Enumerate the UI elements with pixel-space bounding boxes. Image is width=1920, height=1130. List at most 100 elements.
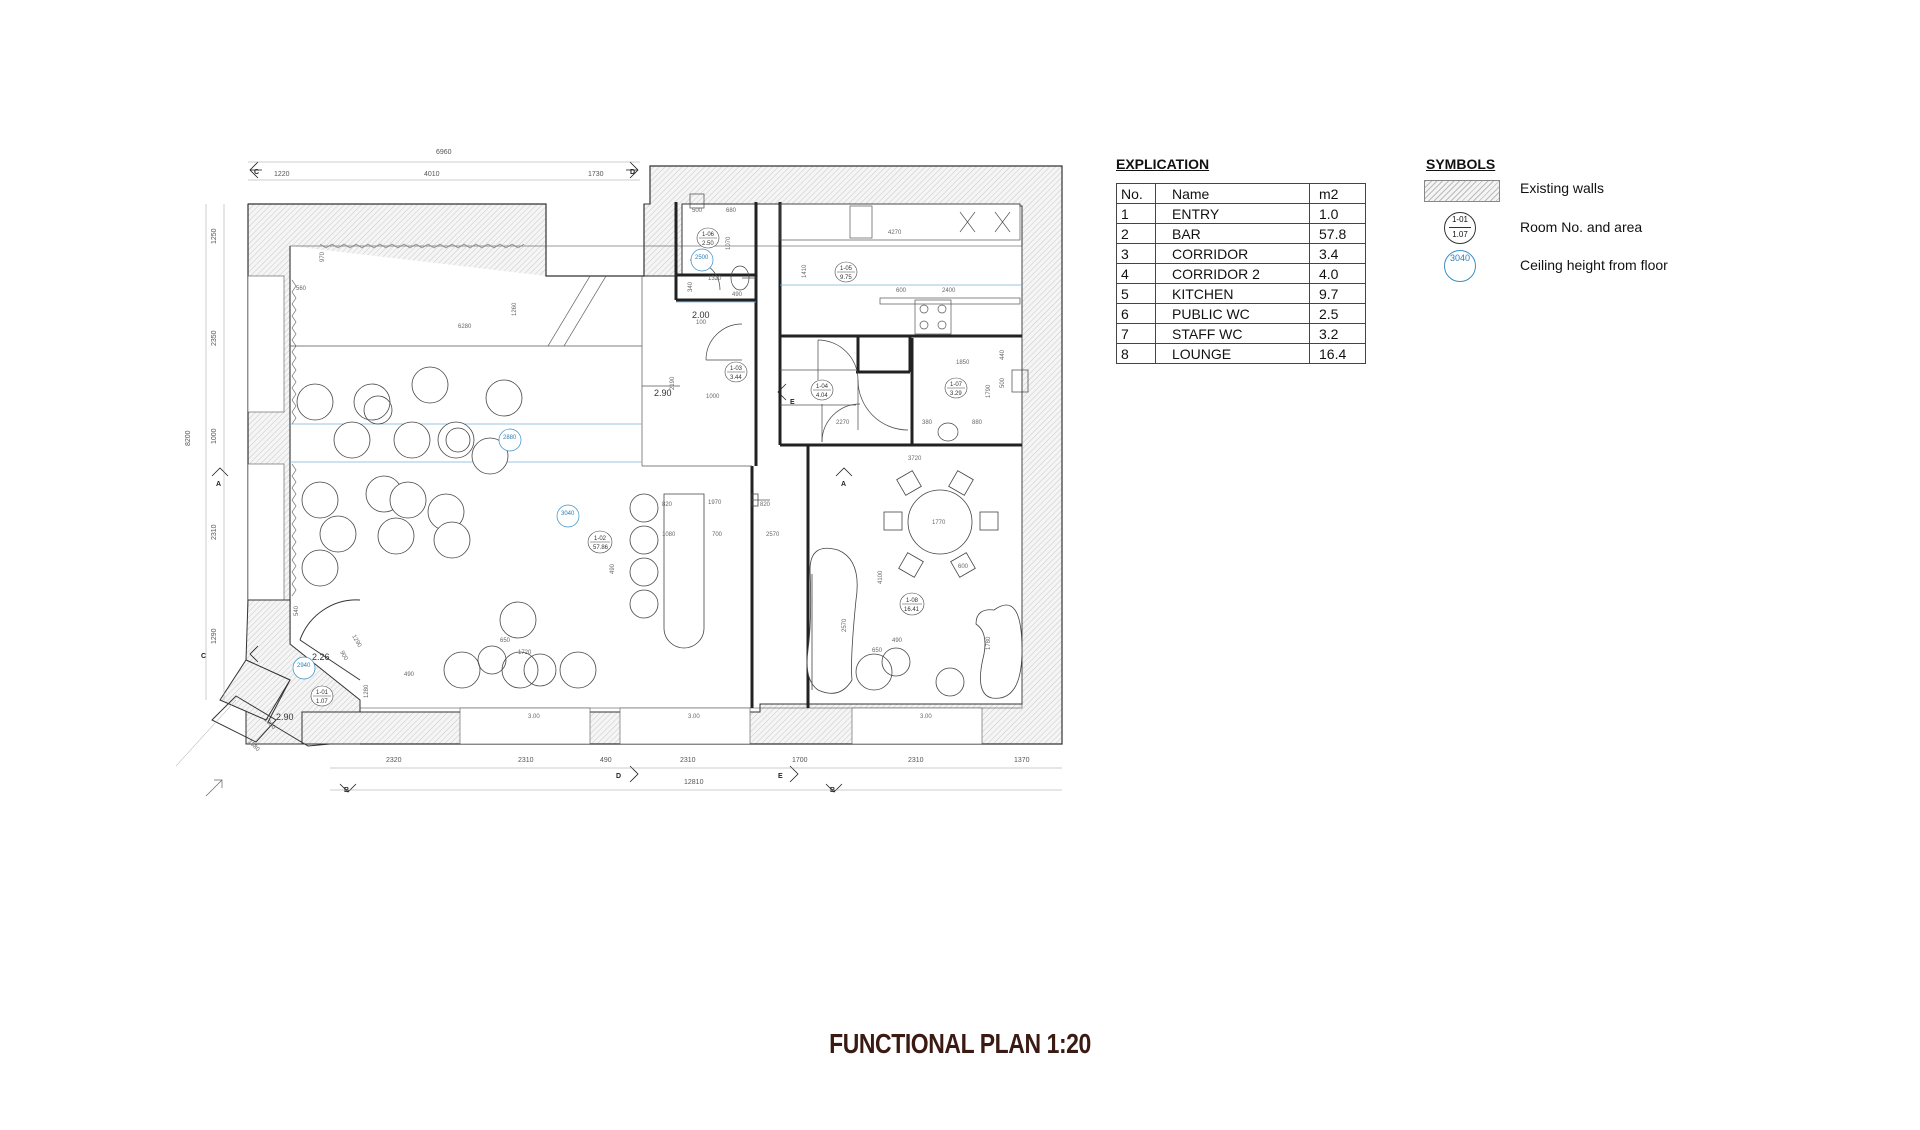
room-tag-icon: 1-01 1.07 bbox=[1444, 212, 1476, 244]
room-tag-2-no: 1-02 bbox=[594, 536, 607, 542]
dim-misc-26: 600 bbox=[958, 564, 969, 570]
interior-walls bbox=[674, 202, 1022, 708]
room-area: 4.0 bbox=[1309, 263, 1366, 284]
room-area: 16.4 bbox=[1309, 343, 1366, 364]
north-arrow-icon bbox=[205, 779, 223, 797]
dim-left-1: 1250 bbox=[211, 228, 218, 244]
dim-bottom-total: 12810 bbox=[684, 779, 704, 786]
dim-misc-35: 1080 bbox=[662, 532, 676, 538]
ceiling-tag-wc: 2500 bbox=[695, 255, 709, 261]
dim-misc-30: 490 bbox=[892, 638, 903, 644]
room-tag-6-area: 2.50 bbox=[702, 241, 714, 247]
room-tag-6-no: 1-06 bbox=[702, 232, 715, 238]
room-no: 6 bbox=[1116, 303, 1156, 324]
room-tag-4-area: 4.04 bbox=[816, 393, 828, 399]
floor-level-wc: 2.00 bbox=[692, 310, 710, 320]
ceiling-tag-bar-north: 2880 bbox=[503, 435, 517, 441]
room-area: 1.0 bbox=[1309, 203, 1366, 224]
dim-misc-0: 560 bbox=[296, 286, 307, 292]
window-tag-3: 3.00 bbox=[920, 714, 932, 720]
dim-misc-39: 650 bbox=[500, 638, 511, 644]
dim-left-total: 8200 bbox=[185, 430, 192, 446]
dim-misc-45: 900 bbox=[338, 650, 349, 662]
ceiling-tag-labels: 2880 3040 2940 2500 bbox=[297, 255, 709, 669]
dim-misc-38: 490 bbox=[610, 563, 616, 574]
dim-misc-17: 1850 bbox=[956, 360, 970, 366]
room-tag-3-no: 1-03 bbox=[730, 366, 743, 372]
dim-left-5: 1290 bbox=[211, 628, 218, 644]
section-label-b-left: B bbox=[344, 787, 349, 794]
dim-misc-29: 650 bbox=[872, 648, 883, 654]
explication-header-row: No. Name m2 bbox=[1116, 183, 1366, 204]
section-label-a-right: A bbox=[841, 481, 846, 488]
floor-level-corridor: 2.90 bbox=[654, 388, 672, 398]
section-label-e-mid: E bbox=[790, 399, 795, 406]
dim-misc-18: 440 bbox=[1000, 349, 1006, 360]
section-label-d-bottom: D bbox=[616, 773, 621, 780]
room-tag-7-area: 3.29 bbox=[950, 391, 962, 397]
dimension-labels: 6960 1220 4010 1730 2320 2310 490 2310 1… bbox=[185, 149, 1030, 786]
dim-misc-33: 1970 bbox=[708, 500, 722, 506]
dim-top-1: 1220 bbox=[274, 171, 290, 178]
ceiling-height-icon: 3040 bbox=[1444, 250, 1476, 282]
room-area: 2.5 bbox=[1309, 303, 1366, 324]
room-area: 3.2 bbox=[1309, 323, 1366, 344]
dim-left-3: 1000 bbox=[211, 428, 218, 444]
ceiling-tag-bar: 3040 bbox=[561, 511, 575, 517]
room-tag-8-area: 16.41 bbox=[904, 607, 920, 613]
wc-fixtures bbox=[689, 193, 1029, 442]
room-name: CORRIDOR 2 bbox=[1155, 263, 1310, 284]
room-no: 8 bbox=[1116, 343, 1156, 364]
dim-misc-24: 3720 bbox=[908, 456, 922, 462]
symbols-title: SYMBOLS bbox=[1426, 156, 1496, 172]
dim-misc-44: 1290 bbox=[350, 634, 362, 649]
dim-bottom-7: 1370 bbox=[1014, 757, 1030, 764]
room-no: 2 bbox=[1116, 223, 1156, 244]
room-tag-labels: 1-01 1.07 1-02 57.86 1-03 3.44 1-04 4.04… bbox=[316, 232, 963, 705]
room-tag-5-no: 1-05 bbox=[840, 266, 853, 272]
room-name: PUBLIC WC bbox=[1155, 303, 1310, 324]
room-tag-divider bbox=[1449, 227, 1471, 228]
room-tag-2-area: 57.86 bbox=[593, 545, 609, 551]
section-label-e-bottom: E bbox=[778, 773, 783, 780]
bar-counter bbox=[629, 493, 759, 649]
room-no: 3 bbox=[1116, 243, 1156, 264]
dim-misc-14: 4270 bbox=[888, 230, 902, 236]
section-label-b-right: B bbox=[830, 787, 835, 794]
dimension-lines bbox=[175, 161, 1062, 791]
section-marker-labels: C C D D A A E E B B bbox=[201, 169, 846, 794]
room-name: LOUNGE bbox=[1155, 343, 1310, 364]
dim-misc-13: 1000 bbox=[706, 394, 720, 400]
ceiling-tags bbox=[292, 248, 714, 680]
room-tag-sample-area: 1.07 bbox=[1452, 230, 1468, 239]
dim-misc-34: 820 bbox=[760, 502, 771, 508]
dim-misc-15: 600 bbox=[896, 288, 907, 294]
room-tag-5-area: 9.75 bbox=[840, 275, 852, 281]
room-tag-4-no: 1-04 bbox=[816, 384, 829, 390]
room-area: 57.8 bbox=[1309, 223, 1366, 244]
floor-level-entry: 2.26 bbox=[312, 652, 330, 662]
col-area: m2 bbox=[1309, 183, 1366, 204]
symbol-ceiling-label: Ceiling height from floor bbox=[1520, 257, 1668, 273]
dim-left-4: 2310 bbox=[211, 524, 218, 540]
lounge-furniture bbox=[806, 470, 1023, 699]
outline bbox=[245, 165, 1063, 745]
room-tag-sample-no: 1-01 bbox=[1451, 215, 1468, 224]
ceiling-tag-entry: 2940 bbox=[297, 663, 311, 669]
window-tags: 3.00 3.00 3.00 bbox=[528, 714, 932, 720]
dim-misc-5: 680 bbox=[726, 208, 737, 214]
dim-top-2: 4010 bbox=[424, 171, 440, 178]
dim-misc-40: 1720 bbox=[518, 650, 532, 656]
symbol-room-label: Room No. and area bbox=[1520, 219, 1643, 235]
dim-misc-9: 490 bbox=[732, 292, 743, 298]
col-no: No. bbox=[1116, 183, 1156, 204]
dim-misc-28: 2570 bbox=[842, 618, 848, 632]
